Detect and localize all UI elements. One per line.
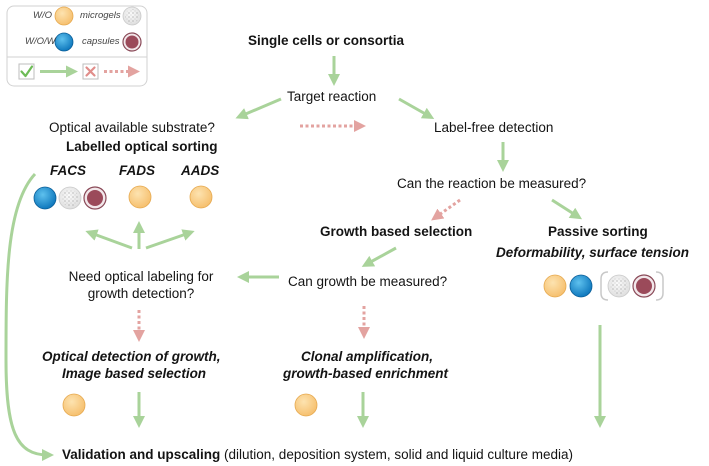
node-fads: FADS — [119, 163, 156, 178]
arrow-canmeasure-to-passive — [551, 198, 583, 220]
facs-capsule-icon — [83, 186, 107, 210]
facs-microgel-icon — [58, 186, 82, 210]
legend-microgel-icon — [122, 6, 142, 26]
legend-box — [6, 5, 148, 87]
arrow-canmeasure-no-to-growth — [431, 198, 461, 221]
node-start: Single cells or consortia — [248, 33, 405, 48]
passive-capsule-icon — [632, 274, 656, 298]
fads-wo-droplet-icon — [128, 185, 152, 209]
legend-cross-icon — [82, 63, 99, 80]
arrow-growth-to-cangrowth — [361, 246, 397, 267]
passive-microgel-icon — [607, 274, 631, 298]
node-can-growth: Can growth be measured? — [288, 274, 448, 289]
arrow-target-to-labelfree — [398, 97, 435, 119]
node-validation-bold: Validation and upscaling — [62, 447, 221, 462]
legend-wo-droplet-icon — [54, 6, 74, 26]
node-labelled-sorting: Labelled optical sorting — [66, 139, 218, 154]
arrow-needoptical-to-facs — [85, 229, 133, 250]
arrow-target-to-optical — [235, 97, 282, 120]
node-label-free: Label-free detection — [434, 120, 554, 135]
passive-bracket-right — [655, 271, 664, 301]
node-aads: AADS — [181, 163, 220, 178]
opticalgrowth-wo-droplet-icon — [62, 393, 86, 417]
node-growth-selection: Growth based selection — [320, 224, 473, 239]
node-validation-rest: (dilution, deposition system, solid and … — [220, 447, 573, 462]
node-optical-growth-line2: Image based selection — [62, 366, 207, 381]
legend-wow-label: W/O/W — [25, 36, 56, 47]
node-passive-sorting: Passive sorting — [548, 224, 648, 239]
facs-wow-droplet-icon — [33, 186, 57, 210]
node-optical-available: Optical available substrate? — [49, 120, 215, 135]
node-can-measure: Can the reaction be measured? — [397, 176, 587, 191]
passive-bracket-left — [600, 271, 609, 301]
node-deformability: Deformability, surface tension — [496, 245, 690, 260]
node-need-optical-line2: growth detection? — [87, 286, 195, 301]
legend-wow-droplet-icon — [54, 32, 74, 52]
legend-capsule-icon — [122, 32, 142, 52]
legend-wo-label: W/O — [33, 10, 52, 21]
node-facs: FACS — [50, 163, 87, 178]
node-clonal-line2: growth-based enrichment — [283, 366, 449, 381]
aads-wo-droplet-icon — [189, 185, 213, 209]
node-validation: Validation and upscaling (dilution, depo… — [62, 447, 573, 463]
arrow-needoptical-to-aads — [145, 229, 195, 250]
legend-check-icon — [18, 63, 35, 80]
passive-wow-droplet-icon — [569, 274, 593, 298]
arrow-labelled-to-validation — [4, 172, 54, 461]
legend-microgels-label: microgels — [80, 10, 121, 21]
clonal-wo-droplet-icon — [294, 393, 318, 417]
node-need-optical-line1: Need optical labeling for — [68, 269, 214, 284]
node-target-reaction: Target reaction — [287, 89, 377, 104]
node-optical-growth-line1: Optical detection of growth, — [42, 349, 221, 364]
legend-capsules-label: capsules — [82, 36, 120, 47]
node-clonal-line1: Clonal amplification, — [301, 349, 434, 364]
passive-wo-droplet-icon — [543, 274, 567, 298]
